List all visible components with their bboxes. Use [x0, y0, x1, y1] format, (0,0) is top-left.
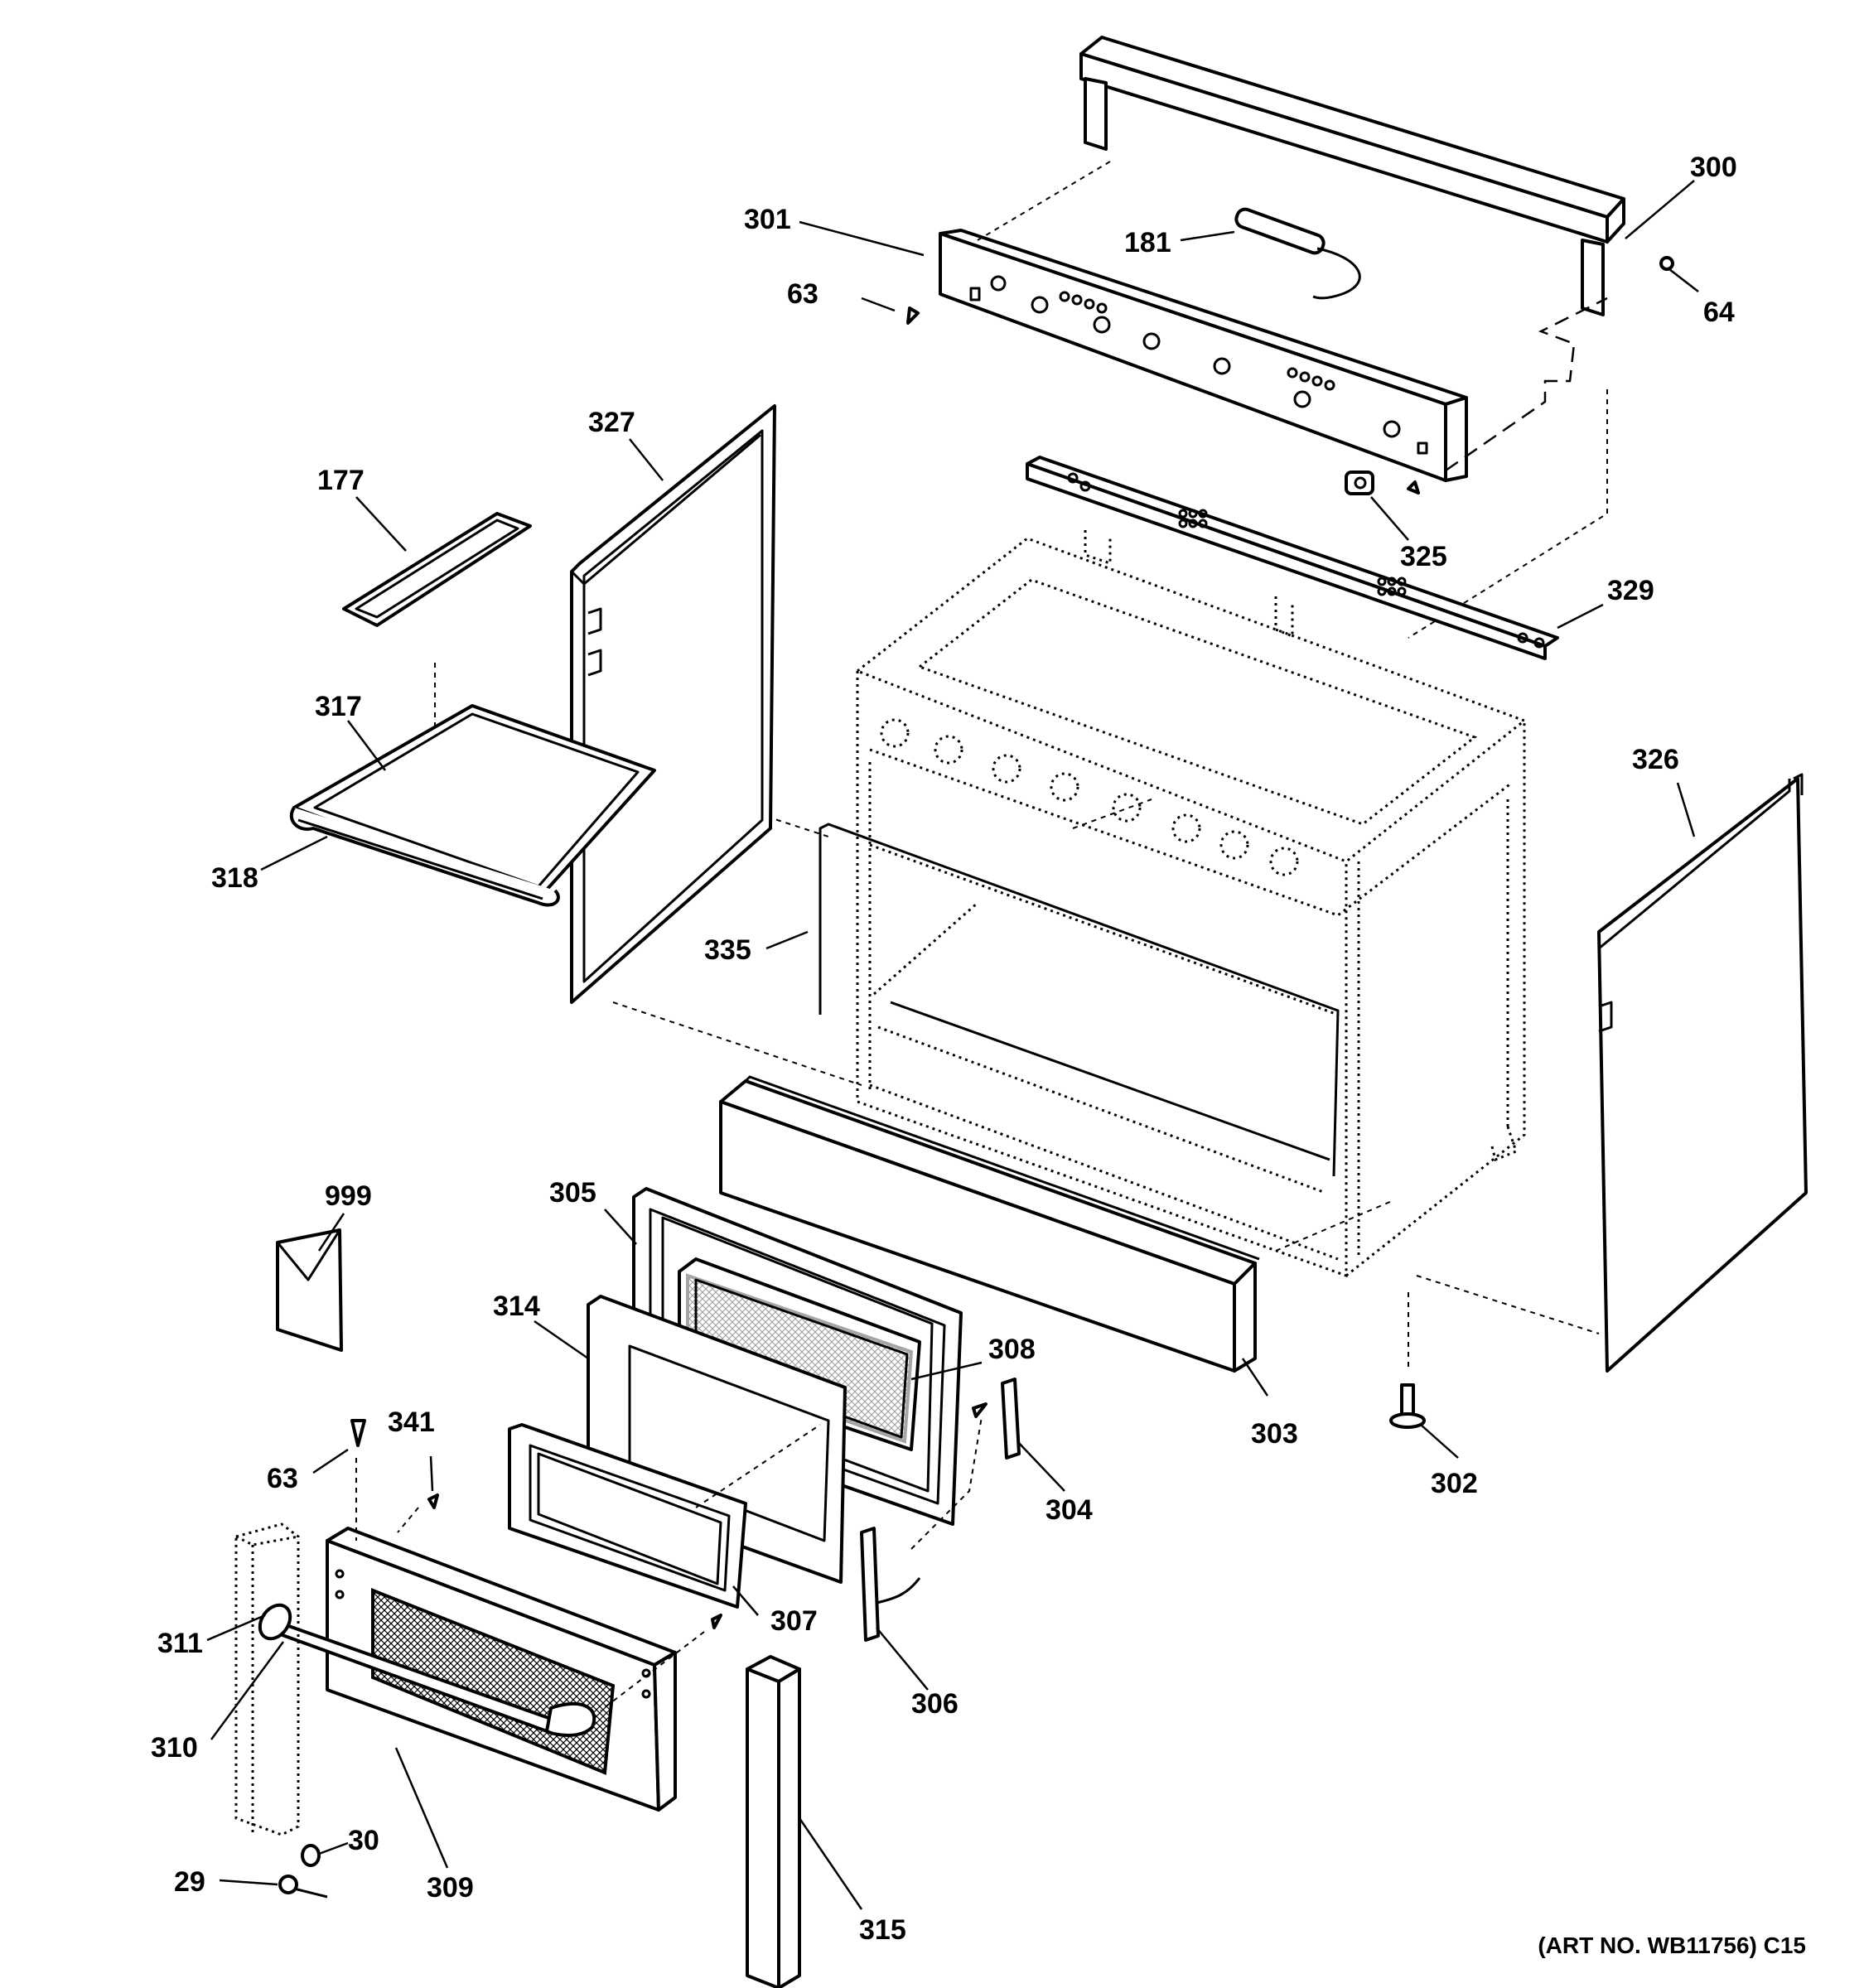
callout-177: 177 [317, 465, 365, 496]
callout-317: 317 [315, 691, 362, 722]
part-327-side-panel-left [570, 404, 776, 1004]
callout-300: 300 [1690, 152, 1737, 183]
callout-308: 308 [988, 1334, 1036, 1365]
callout-341: 341 [388, 1407, 435, 1438]
door-screw-right [711, 1614, 722, 1629]
callout-63-door: 63 [267, 1463, 298, 1494]
callout-306: 306 [911, 1688, 959, 1720]
part-29-bolt [278, 1875, 328, 1899]
callout-335: 335 [704, 934, 751, 966]
callout-310: 310 [151, 1732, 198, 1764]
range-body-phantom [854, 530, 1528, 1278]
part-63-screw-top [906, 306, 920, 325]
callout-326: 326 [1632, 744, 1679, 775]
door-side-column-phantom [234, 1522, 300, 1836]
part-177-drawer-panel [342, 512, 532, 627]
part-306-hinge [860, 1527, 921, 1642]
part-301-control-panel [939, 229, 1468, 482]
callout-304: 304 [1045, 1494, 1093, 1526]
callout-314: 314 [493, 1291, 540, 1322]
callout-181: 181 [1124, 227, 1171, 258]
callout-307: 307 [770, 1605, 818, 1637]
callout-311: 311 [157, 1628, 203, 1659]
callout-318: 318 [211, 862, 258, 894]
part-329-bracket [1026, 456, 1559, 660]
callout-325: 325 [1400, 541, 1447, 572]
callout-329: 329 [1607, 575, 1654, 606]
part-302-leveling-leg [1389, 1383, 1426, 1429]
part-304-hinge-receiver [972, 1378, 1021, 1460]
part-341-screw [427, 1493, 439, 1509]
part-303-drawer-front [719, 1075, 1260, 1373]
callout-327: 327 [588, 407, 635, 438]
callout-leaders [206, 180, 1699, 1910]
part-64-screw [1659, 256, 1674, 271]
part-181-igniter [1234, 207, 1361, 300]
art-number-note: (ART NO. WB11756) C15 [1538, 1933, 1806, 1958]
callout-309: 309 [427, 1872, 474, 1904]
callout-303: 303 [1251, 1418, 1298, 1450]
part-326-side-panel-right [1597, 773, 1808, 1373]
part-311-handle-endcap [258, 1603, 292, 1641]
callout-999: 999 [325, 1180, 372, 1212]
part-999-literature-envelope [276, 1228, 343, 1352]
part-30-washer [301, 1844, 321, 1867]
callout-64: 64 [1703, 297, 1735, 328]
part-307-window-frame [508, 1423, 747, 1609]
callout-305: 305 [549, 1177, 596, 1209]
callout-301: 301 [744, 204, 791, 235]
part-318-drawer-handle [289, 806, 560, 907]
part-300-backguard-trim [1079, 36, 1625, 316]
callout-30: 30 [348, 1825, 379, 1856]
part-335-gasket [819, 823, 1340, 1177]
callout-315: 315 [859, 1914, 906, 1946]
part-63-screw-door [350, 1419, 366, 1447]
callout-302: 302 [1431, 1468, 1478, 1499]
callout-29: 29 [174, 1866, 205, 1898]
callout-63-top: 63 [787, 278, 819, 310]
part-325-switch [1345, 470, 1420, 495]
part-315-trim-post [746, 1655, 801, 1988]
